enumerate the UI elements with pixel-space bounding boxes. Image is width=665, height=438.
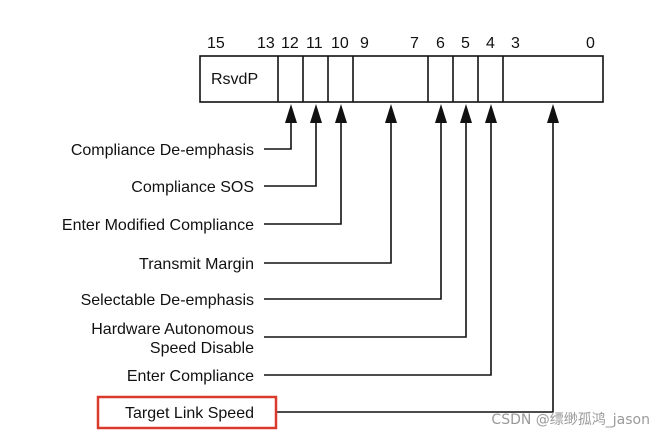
leader-selectable-de-emphasis xyxy=(264,114,442,300)
arrow-up-icon xyxy=(460,104,472,123)
bit-number-5: 5 xyxy=(461,35,470,52)
register-box: RsvdP xyxy=(199,55,604,103)
leader-enter-compliance xyxy=(264,114,492,376)
arrow-up-icon xyxy=(310,104,322,123)
bit-number-11: 11 xyxy=(306,35,323,52)
arrow-up-icon xyxy=(547,104,559,123)
bit-number-row: 15 13 12 11 10 9 7 6 5 4 3 0 xyxy=(207,35,595,52)
bit-number-13: 13 xyxy=(257,35,275,52)
leader-hardware-autonomous-speed-disable xyxy=(264,114,467,338)
label-hardware-autonomous-line2: Speed Disable xyxy=(150,340,254,357)
reserved-field-label: RsvdP xyxy=(211,71,258,88)
leader-transmit-margin xyxy=(264,114,392,264)
leader-compliance-de-emphasis xyxy=(264,114,292,150)
bit-number-12: 12 xyxy=(281,35,299,52)
arrow-up-icon xyxy=(485,104,497,123)
bit-number-15: 15 xyxy=(207,35,225,52)
highlight-box-target-link-speed xyxy=(96,395,278,430)
arrow-up-icon xyxy=(285,104,297,123)
field-labels: Compliance De-emphasis Compliance SOS En… xyxy=(62,142,254,422)
label-hardware-autonomous-line1: Hardware Autonomous xyxy=(91,321,254,338)
arrow-up-icon xyxy=(435,104,447,123)
bit-number-6: 6 xyxy=(436,35,445,52)
leader-compliance-sos xyxy=(264,114,317,187)
leader-lines xyxy=(264,114,554,413)
label-selectable-de-emphasis: Selectable De-emphasis xyxy=(81,292,254,309)
bit-number-4: 4 xyxy=(486,35,495,52)
label-transmit-margin: Transmit Margin xyxy=(139,256,254,273)
label-compliance-sos: Compliance SOS xyxy=(131,179,254,196)
label-compliance-de-emphasis: Compliance De-emphasis xyxy=(71,142,254,159)
bit-number-3: 3 xyxy=(511,35,520,52)
leader-target-link-speed xyxy=(277,114,554,413)
label-enter-modified-compliance: Enter Modified Compliance xyxy=(62,217,254,234)
leader-enter-modified-compliance xyxy=(264,114,342,225)
label-target-link-speed: Target Link Speed xyxy=(125,405,254,422)
arrow-up-icon xyxy=(385,104,397,123)
bit-number-10: 10 xyxy=(331,35,349,52)
arrow-heads xyxy=(285,104,559,123)
watermark: CSDN @缥缈孤鸿_jason xyxy=(491,411,650,428)
label-enter-compliance: Enter Compliance xyxy=(127,368,254,385)
bit-number-7: 7 xyxy=(410,35,419,52)
arrow-up-icon xyxy=(335,104,347,123)
bit-number-9: 9 xyxy=(360,35,369,52)
bit-number-0: 0 xyxy=(586,35,595,52)
